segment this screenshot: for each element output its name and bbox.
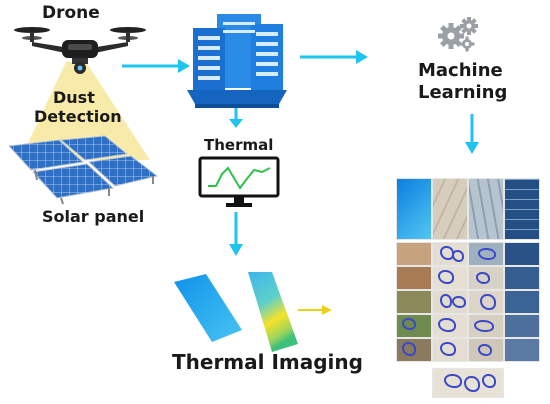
dust-detection-label-line1: Dust	[53, 88, 95, 107]
thermal-monitor-icon	[198, 156, 280, 207]
machine-learning-label-line2: Learning	[418, 82, 508, 103]
thermal-panel-images	[174, 272, 332, 352]
dust-detection-marker	[464, 376, 480, 392]
arrow-ml-to-results	[465, 114, 479, 154]
result-tile	[504, 242, 540, 266]
result-tile	[396, 290, 432, 314]
dust-detection-marker	[444, 374, 462, 388]
result-tile	[504, 338, 540, 362]
result-tile	[396, 242, 432, 266]
result-tile	[504, 290, 540, 314]
dust-detection-marker	[440, 294, 452, 308]
dust-detection-marker	[438, 270, 454, 284]
dust-detection-marker	[476, 272, 490, 284]
solar-panel-array-icon	[7, 135, 159, 205]
result-tile-thermal	[396, 178, 432, 240]
arrow-server-to-ml	[300, 50, 368, 64]
dust-detection-marker	[480, 294, 496, 310]
arrow-monitor-to-thermal-imaging	[229, 212, 243, 256]
gears-icon	[438, 17, 478, 52]
result-tile-clean	[504, 178, 540, 240]
result-tile	[396, 266, 432, 290]
machine-learning-label-line1: Machine	[418, 60, 503, 81]
thermal-label: Thermal	[204, 136, 274, 154]
result-tile	[504, 266, 540, 290]
result-tile-dusty	[432, 178, 468, 240]
dust-detection-marker	[474, 320, 494, 332]
dust-detection-marker	[478, 344, 492, 356]
arrow-drone-to-server	[122, 59, 190, 73]
arrow-server-to-thermal	[229, 108, 243, 128]
dust-detection-marker	[452, 296, 466, 308]
result-tile-dusty	[468, 178, 504, 240]
dust-detection-marker	[402, 342, 416, 356]
result-tile	[468, 242, 504, 266]
drone-icon	[14, 27, 146, 74]
dust-detection-marker	[402, 318, 416, 330]
dust-detection-label-line2: Detection	[34, 107, 122, 126]
dust-detection-marker	[452, 250, 464, 262]
dust-detection-marker	[482, 374, 496, 388]
detection-results-grid	[394, 178, 540, 400]
drone-label: Drone	[42, 3, 100, 23]
thermal-imaging-label: Thermal Imaging	[172, 350, 363, 374]
server-building-icon	[187, 14, 287, 108]
result-tile	[504, 314, 540, 338]
solar-panel-label: Solar panel	[42, 207, 145, 226]
dust-detection-marker	[440, 342, 456, 356]
dust-detection-marker	[438, 318, 456, 332]
dust-detection-marker	[478, 248, 496, 260]
